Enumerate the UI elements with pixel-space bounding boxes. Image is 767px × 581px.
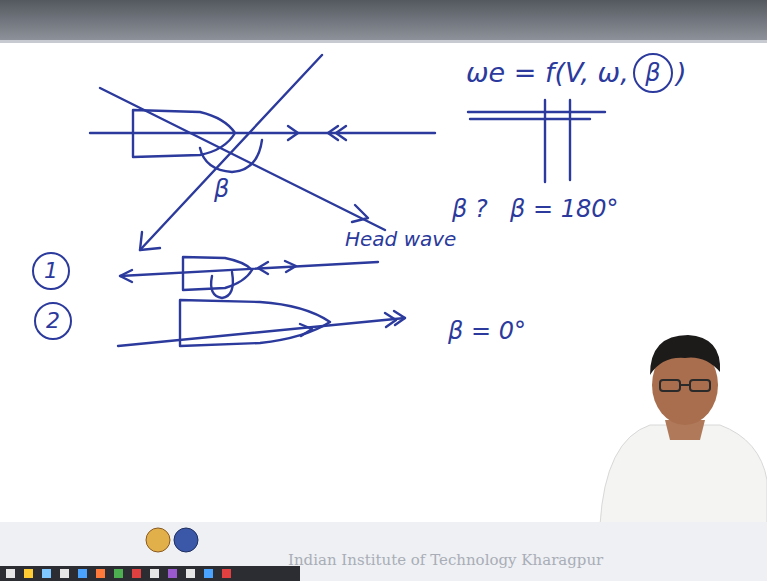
handwritten-note: β = 0°	[448, 318, 526, 344]
logo	[174, 528, 198, 552]
ship-hull	[180, 300, 330, 346]
toolbar-icons	[6, 569, 231, 578]
logo	[146, 528, 170, 552]
heading-line	[90, 132, 435, 134]
arrow-mark	[285, 261, 296, 272]
arrow-mark	[288, 126, 298, 140]
handwritten-note: Head wave	[345, 228, 456, 250]
table-line	[544, 100, 546, 182]
wave-line	[100, 88, 385, 230]
footer-band	[0, 522, 767, 581]
title-bar-rule	[0, 40, 767, 43]
handwritten-note: ωe = f(V, ω,	[466, 58, 629, 88]
circled-symbol: β	[633, 53, 673, 93]
toolbar	[0, 566, 300, 581]
arrow-mark	[300, 324, 312, 336]
circle-text: 1	[44, 260, 58, 282]
handwritten-note: )	[676, 58, 687, 88]
angle-arc	[211, 272, 233, 298]
watermark: Indian Institute of Technology Kharagpur	[288, 552, 603, 569]
handwritten-note: β = 180°	[510, 196, 619, 222]
heading-line	[118, 318, 405, 346]
circle-text: 2	[46, 310, 60, 332]
angle-arc	[200, 140, 262, 172]
ship-hull	[183, 257, 252, 290]
lecturer	[600, 335, 767, 525]
underline	[468, 111, 605, 113]
wave-arrow	[336, 126, 346, 140]
heading-line	[120, 262, 378, 276]
circle-text: β	[645, 61, 660, 85]
wave-arrow	[258, 262, 268, 274]
circled-number: 2	[34, 302, 72, 340]
title-bar	[0, 0, 767, 40]
circled-number: 1	[32, 252, 70, 290]
table-line	[569, 100, 571, 180]
arrow-head	[120, 270, 132, 282]
handwritten-note: β ?	[452, 196, 488, 222]
wave-direction	[140, 55, 322, 250]
underline	[470, 118, 590, 120]
arrow-mark	[352, 205, 368, 222]
arrow-head	[140, 232, 160, 250]
handwritten-note: β	[214, 176, 229, 202]
wave-arrow	[385, 311, 405, 327]
